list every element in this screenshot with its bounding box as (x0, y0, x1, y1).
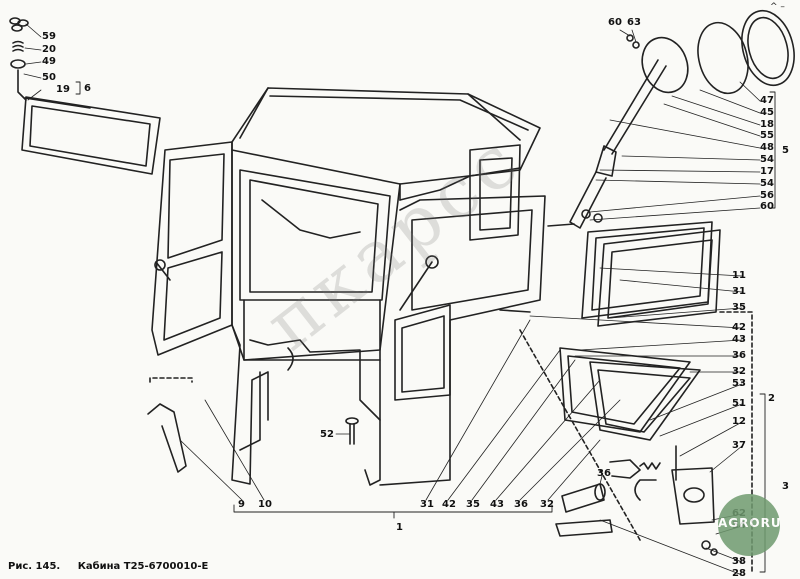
figure-caption: Рис. 145. Кабина Т25-6700010-Е (8, 561, 222, 572)
part-label: 49 (42, 56, 56, 67)
agroru-logo: AGRORU (718, 494, 782, 556)
part-label: 10 (258, 499, 272, 510)
part-label: 12 (732, 416, 746, 427)
assembly-brackets (75, 81, 776, 573)
part-label: 42 (732, 322, 746, 333)
part-label: 52 (320, 429, 334, 440)
part-label: 38 (732, 556, 746, 567)
part-label: 42 (442, 499, 456, 510)
part-label: 55 (760, 130, 774, 141)
washer-parts (9, 17, 29, 69)
door-handle (147, 403, 187, 473)
part-label: 36 (732, 350, 746, 361)
mirror-assembly (547, 9, 795, 229)
part-label: 11 (732, 270, 746, 281)
part-label: 1 (396, 522, 403, 533)
part-label: 31 (420, 499, 434, 510)
part-label: 51 (732, 398, 746, 409)
part-label: 60 (760, 201, 774, 212)
figure-title: Кабина Т25-6700010-Е (77, 561, 209, 572)
part-label: 50 (42, 72, 56, 83)
part-label: 36 (597, 468, 611, 479)
part-label: 53 (732, 378, 746, 389)
part-label: 54 (760, 178, 774, 189)
part-label: 56 (760, 190, 774, 201)
upper-window-glass (581, 221, 721, 327)
left-door (151, 141, 233, 356)
bolt-part (345, 417, 359, 445)
part-label: 36 (514, 499, 528, 510)
part-label: 9 (238, 499, 245, 510)
part-label: 54 (760, 154, 774, 165)
part-label: 43 (490, 499, 504, 510)
part-label: 3 (782, 481, 789, 492)
part-label: 47 (760, 95, 774, 106)
part-label: 63 (627, 17, 641, 28)
part-label: 19 (56, 84, 70, 95)
part-label: 60 (608, 17, 622, 28)
part-label: 37 (732, 440, 746, 451)
part-label: 43 (732, 334, 746, 345)
part-label: 35 (466, 499, 480, 510)
dashed-outline (149, 311, 753, 573)
part-label: 48 (760, 142, 774, 153)
part-label: 6 (84, 83, 91, 94)
rear-panel (231, 324, 381, 485)
figure-number: Рис. 145. (8, 561, 61, 572)
part-label: 32 (540, 499, 554, 510)
part-label: 20 (42, 44, 56, 55)
lower-window-glass (559, 347, 701, 441)
part-label: 31 (732, 286, 746, 297)
part-label: 18 (760, 119, 774, 130)
part-label: 45 (760, 107, 774, 118)
part-label: 28 (732, 568, 746, 579)
part-label: 2 (768, 393, 775, 404)
corner-mark: ^ – (770, 2, 785, 12)
right-door (379, 195, 546, 486)
pin-bracket (555, 483, 613, 537)
part-label: 5 (782, 145, 789, 156)
part-label: 59 (42, 31, 56, 42)
cab-frame (231, 144, 521, 486)
part-label: 32 (732, 366, 746, 377)
part-label: 17 (760, 166, 774, 177)
latch-hardware (609, 445, 718, 556)
logo-text: AGRORU (718, 516, 782, 530)
sun-visor (17, 69, 161, 175)
part-label: 35 (732, 302, 746, 313)
leader-lines (23, 23, 761, 576)
